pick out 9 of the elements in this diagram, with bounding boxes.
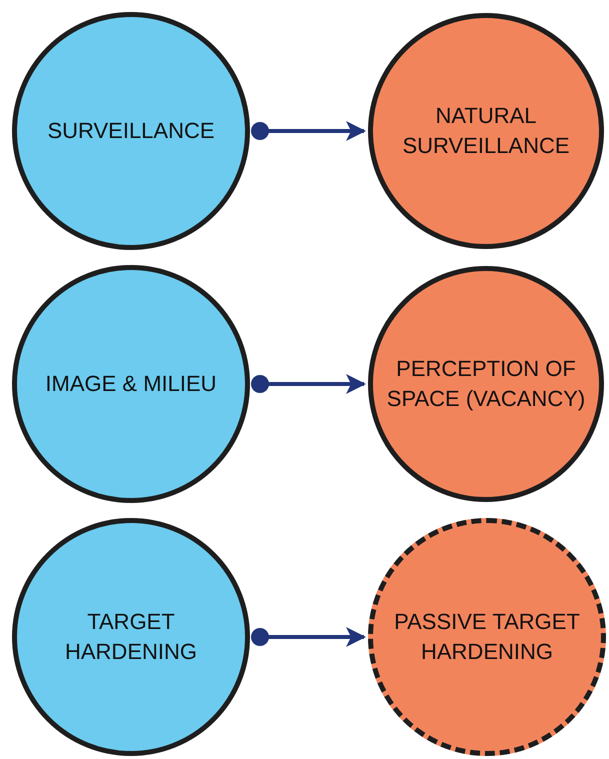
node-label: SURVEILLANCE xyxy=(47,117,215,145)
arrow xyxy=(251,627,366,647)
arrow xyxy=(251,374,366,394)
node-label: PERCEPTION OF SPACE (VACANCY) xyxy=(386,355,586,413)
node-label: TARGET HARDENING xyxy=(64,608,198,666)
node-label: IMAGE & MILIEU xyxy=(45,370,217,398)
arrow xyxy=(251,121,366,141)
node-label: PASSIVE TARGET HARDENING xyxy=(393,608,581,666)
node-label: NATURAL SURVEILLANCE xyxy=(401,102,571,160)
